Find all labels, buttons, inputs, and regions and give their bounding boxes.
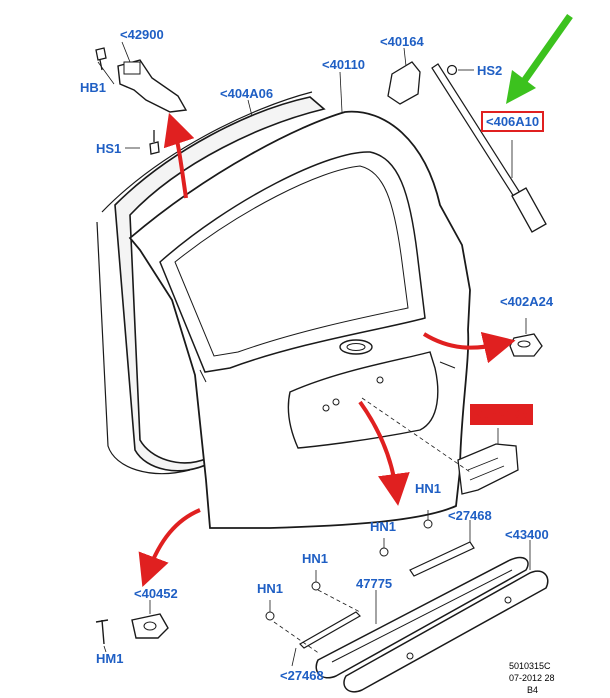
red-arrow-hinge [163,112,195,199]
red-arrow-switch [138,508,201,587]
diagram-date: 07-2012 28 [509,673,555,683]
label-27468-upper: <27468 [448,508,492,523]
push-nut-hn1-a [423,510,433,529]
label-40164: <40164 [380,34,424,49]
stop-bumper [509,333,543,357]
label-hn1-c: HN1 [302,551,329,566]
label-406a10: <406A10 [481,111,545,132]
diagram-page: B4 [527,685,539,695]
label-40110: <40110 [322,57,366,72]
screw-hm1 [95,619,109,645]
label-hm1: HM1 [96,651,124,666]
gas-strut [431,63,523,201]
diagram-code: 5010315C [509,661,551,671]
window-glass-edge [174,165,409,357]
red-arrow-bumper [422,332,516,364]
label-402a24: <402A24 [500,294,554,309]
label-hn1-a: HN1 [415,481,442,496]
label-hs2: HS2 [477,63,503,78]
weatherstrip-seal-inner [96,91,313,475]
red-arrow-trim [358,400,410,506]
push-nut-hn1-c [311,570,321,591]
label-43400: <43400 [505,527,549,542]
label-404a06: <404A06 [220,86,274,101]
label-17n396: <17N396 [470,404,534,425]
screw-hs2 [446,64,458,76]
trim-moulding [315,556,529,679]
label-42900: <42900 [120,27,164,42]
weatherstrip-seal [114,96,326,472]
label-hb1: HB1 [80,80,107,95]
trim-gasket-lower [299,611,361,649]
label-hs1: HS1 [96,141,122,156]
screw-hs1 [149,130,160,155]
licence-bracket [457,443,519,495]
label-hn1-b: HN1 [370,519,397,534]
release-switch [131,613,169,639]
label-27468-lower: <27468 [280,668,324,683]
label-47775: 47775 [356,576,393,591]
tailgate-applique [343,570,549,693]
green-arrow [519,13,573,87]
trim-gasket-upper [409,541,475,577]
window-opening [159,151,426,373]
label-hn1-d: HN1 [257,581,284,596]
push-nut-hn1-d [265,600,275,621]
bolt-hb1 [95,47,107,71]
label-40452: <40452 [134,586,178,601]
push-nut-hn1-b [379,538,389,557]
strut-bracket [387,61,421,105]
licence-plate-recess [287,351,439,449]
badge-emblem [339,339,373,355]
